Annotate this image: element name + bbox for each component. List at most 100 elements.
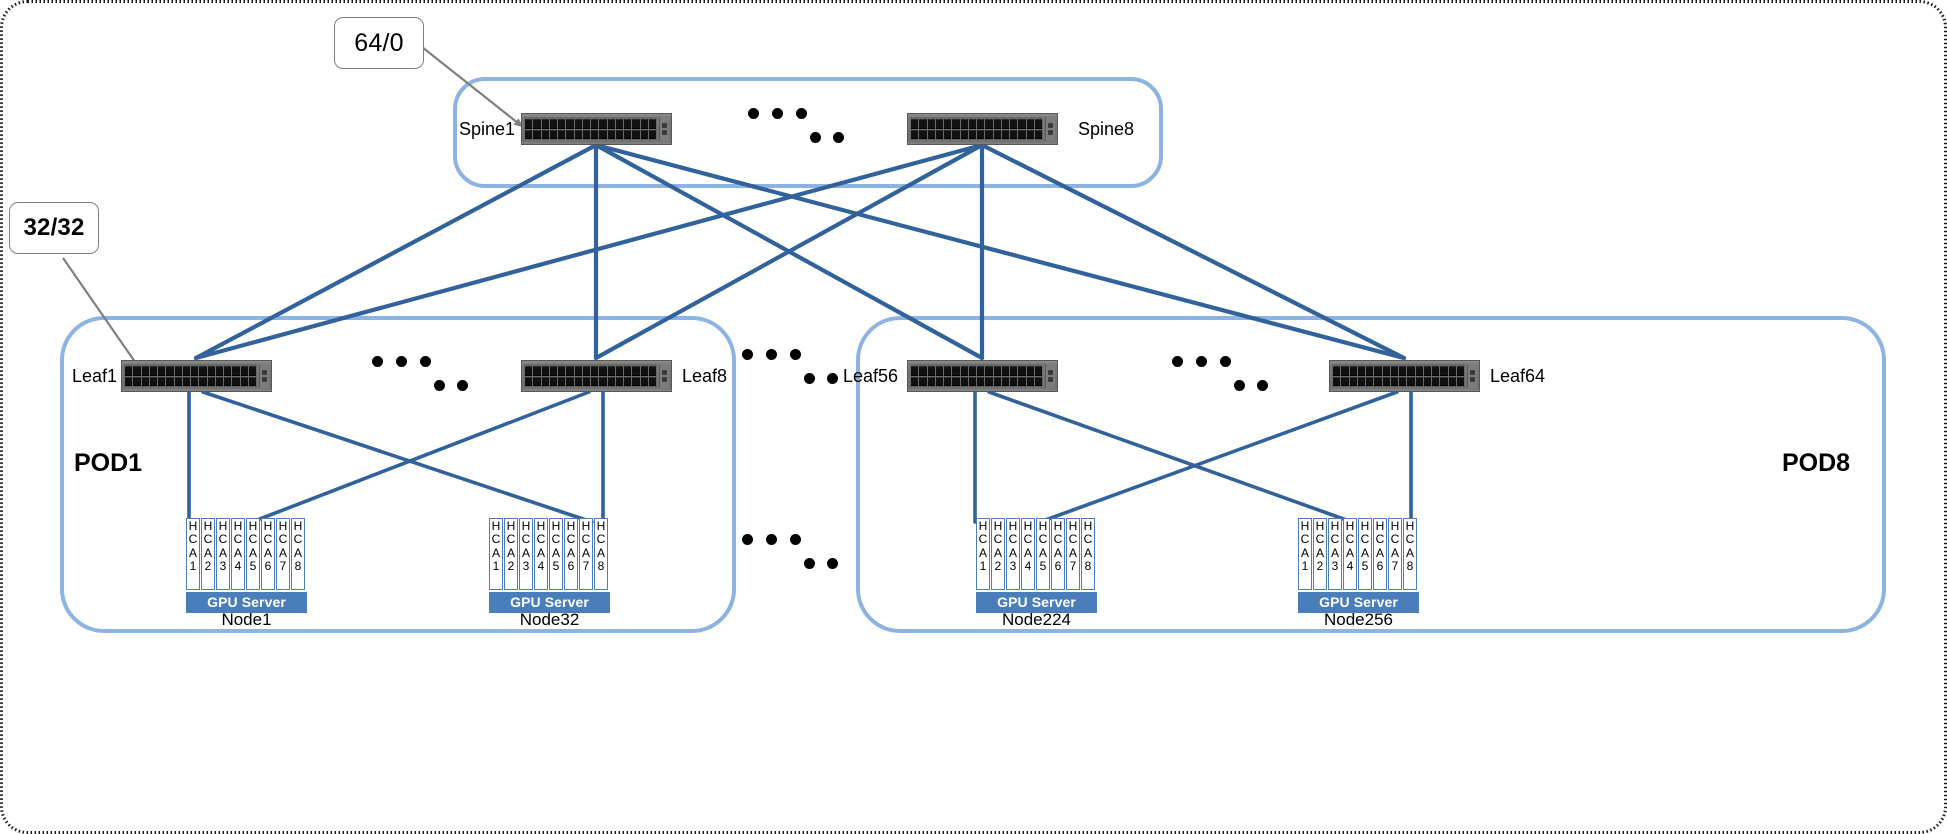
switch-label-leaf1: Leaf1 [72, 366, 118, 386]
spine-ellipsis [748, 104, 844, 156]
pod8-group-outline [856, 316, 1886, 633]
switch-port-row [911, 119, 1042, 129]
pod-label-pod1: POD1 [74, 449, 143, 477]
switch-side-panel [1467, 364, 1477, 388]
switch-ports [524, 364, 657, 388]
switch-ports [1332, 364, 1465, 388]
switch-leaf8[interactable] [521, 360, 672, 392]
callout-leaf-ratio[interactable]: 32/32 [9, 202, 99, 254]
switch-side-panel [1045, 117, 1055, 141]
switch-ports [524, 117, 657, 141]
callout-spine-ratio[interactable]: 64/0 [334, 17, 424, 69]
switch-label-leaf64: Leaf64 [1490, 366, 1546, 386]
spine-leaf-links [193, 142, 1407, 361]
switch-side-panel [1045, 364, 1055, 388]
switch-label-spine1: Spine1 [459, 119, 516, 139]
pod1-group-outline [60, 316, 736, 633]
pod8-leaf-ellipsis [1172, 352, 1268, 404]
switch-port-row [911, 129, 1042, 139]
inter-pod-node-ellipsis [742, 530, 838, 582]
switch-port-row [911, 366, 1042, 376]
switch-port-row [125, 376, 256, 386]
switch-port-row [525, 376, 656, 386]
pod1-leaf-ellipsis [372, 352, 468, 404]
callout-leaf-ratio-label: 32/32 [23, 214, 85, 241]
switch-port-row [1333, 376, 1464, 386]
switch-ports [910, 364, 1043, 388]
switch-side-panel [259, 364, 269, 388]
switch-leaf56[interactable] [907, 360, 1058, 392]
gpu-server-bar: GPU Server [976, 592, 1097, 613]
switch-ports [124, 364, 257, 388]
gpu-server-bar: GPU Server [489, 592, 610, 613]
switch-leaf64[interactable] [1329, 360, 1480, 392]
switch-port-row [525, 366, 656, 376]
switch-port-row [525, 119, 656, 129]
callout-spine-ratio-label: 64/0 [354, 28, 404, 57]
callout-leaders [62, 46, 524, 373]
callout-leader-leaf [62, 257, 143, 373]
switch-ports [910, 117, 1043, 141]
node-label-node256: Node256 [1323, 610, 1393, 629]
switch-side-panel [659, 117, 669, 141]
inter-pod-leaf-ellipsis [742, 345, 838, 397]
switch-port-row [525, 129, 656, 139]
callout-leader-spine [421, 46, 524, 128]
switch-port-row [911, 376, 1042, 386]
pod-label-pod8: POD8 [1782, 449, 1851, 477]
switch-port-row [1333, 366, 1464, 376]
gpu-server-bar: GPU Server [1298, 592, 1419, 613]
spine-group-outline [453, 77, 1163, 188]
switch-spine8[interactable] [907, 113, 1058, 145]
gpu-server-bar: GPU Server [186, 592, 307, 613]
switch-leaf1[interactable] [121, 360, 272, 392]
switch-label-leaf8: Leaf8 [682, 366, 728, 386]
switch-spine1[interactable] [521, 113, 672, 145]
leaf-node-links [187, 390, 1413, 524]
node-label-node224: Node224 [1001, 610, 1071, 629]
switch-side-panel [659, 364, 669, 388]
